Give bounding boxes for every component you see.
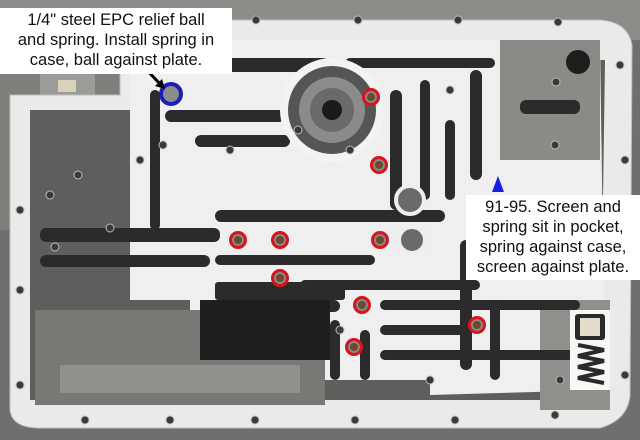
red-circle-marker-icon bbox=[353, 296, 371, 314]
red-circle-marker-icon bbox=[345, 338, 363, 356]
callout-line: case, ball against plate. bbox=[29, 51, 203, 69]
epc-relief-ball-callout: 1/4" steel EPC relief ball and spring. I… bbox=[0, 8, 232, 74]
callout-line: spring sit in pocket, bbox=[482, 218, 624, 236]
epc-relief-ball-marker-icon bbox=[159, 82, 183, 106]
red-circle-marker-icon bbox=[371, 231, 389, 249]
callout-line: spring against case, bbox=[479, 238, 627, 256]
red-circle-marker-icon bbox=[468, 316, 486, 334]
screen-spring-callout: 91-95. Screen and spring sit in pocket, … bbox=[466, 195, 640, 280]
callout-line: screen against plate. bbox=[476, 258, 630, 276]
red-circle-marker-icon bbox=[229, 231, 247, 249]
callout-line: 91-95. Screen and bbox=[485, 198, 621, 216]
callout-line: 1/4" steel EPC relief ball bbox=[27, 11, 205, 29]
callout-line: and spring. Install spring in bbox=[17, 31, 215, 49]
red-circle-marker-icon bbox=[362, 88, 380, 106]
red-circle-marker-icon bbox=[271, 269, 289, 287]
red-circle-marker-icon bbox=[271, 231, 289, 249]
red-circle-marker-icon bbox=[370, 156, 388, 174]
